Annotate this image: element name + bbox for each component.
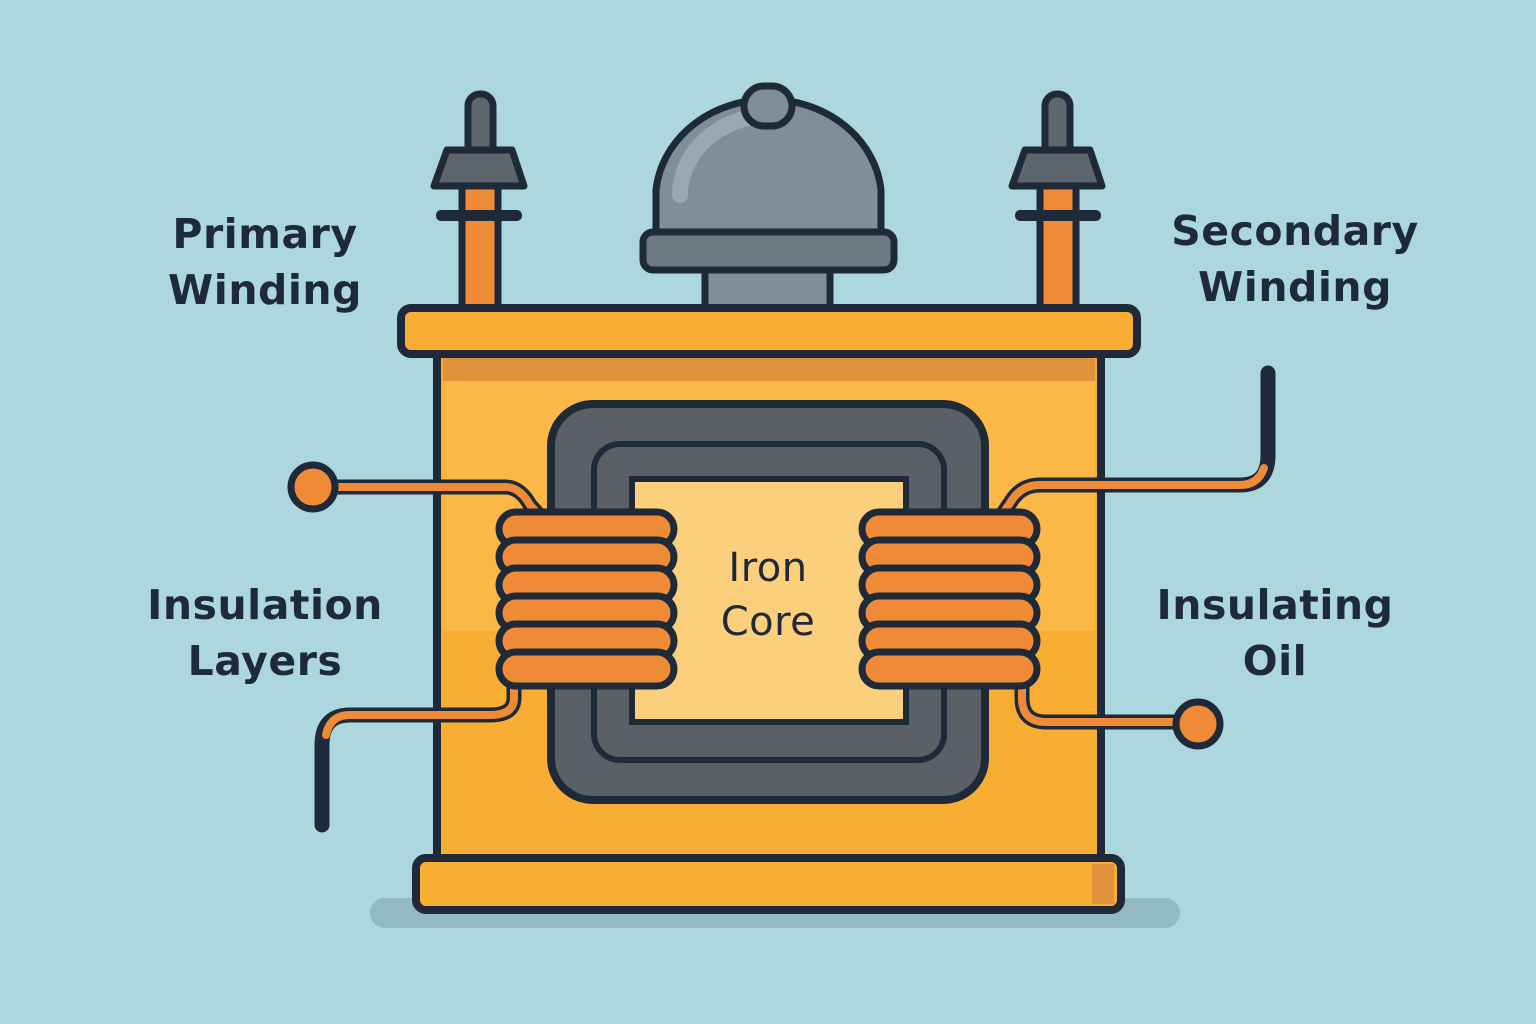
iron-core-icon	[547, 400, 989, 804]
label-iron-core-line1: Iron	[728, 545, 808, 591]
label-insulating-oil-line2: Oil	[1242, 637, 1308, 685]
bushing-left-icon	[430, 90, 528, 315]
label-insulation-layers-line1: Insulation	[147, 581, 383, 629]
label-secondary-winding-line1: Secondary	[1171, 207, 1419, 255]
label-secondary-winding-line2: Winding	[1198, 263, 1392, 311]
conservator-dome-icon	[639, 82, 898, 322]
label-primary-winding: Primary Winding	[130, 206, 400, 318]
label-primary-winding-line1: Primary	[172, 210, 358, 258]
secondary-leads	[987, 365, 1276, 730]
label-iron-core: Iron Core	[640, 541, 896, 649]
label-insulation-layers-line2: Layers	[187, 637, 343, 685]
label-secondary-winding: Secondary Winding	[1150, 203, 1440, 315]
primary-leads	[312, 479, 556, 833]
secondary-coil-icon	[858, 508, 1041, 690]
label-iron-core-line2: Core	[720, 599, 816, 645]
terminal-left-icon	[287, 461, 339, 513]
label-insulation-layers: Insulation Layers	[130, 577, 400, 689]
primary-coil-icon	[495, 508, 678, 690]
label-primary-winding-line2: Winding	[168, 266, 362, 314]
label-insulating-oil-line1: Insulating	[1156, 581, 1394, 629]
label-insulating-oil: Insulating Oil	[1140, 577, 1410, 689]
bushing-right-icon	[1008, 90, 1106, 315]
terminal-right-icon	[1172, 698, 1224, 750]
